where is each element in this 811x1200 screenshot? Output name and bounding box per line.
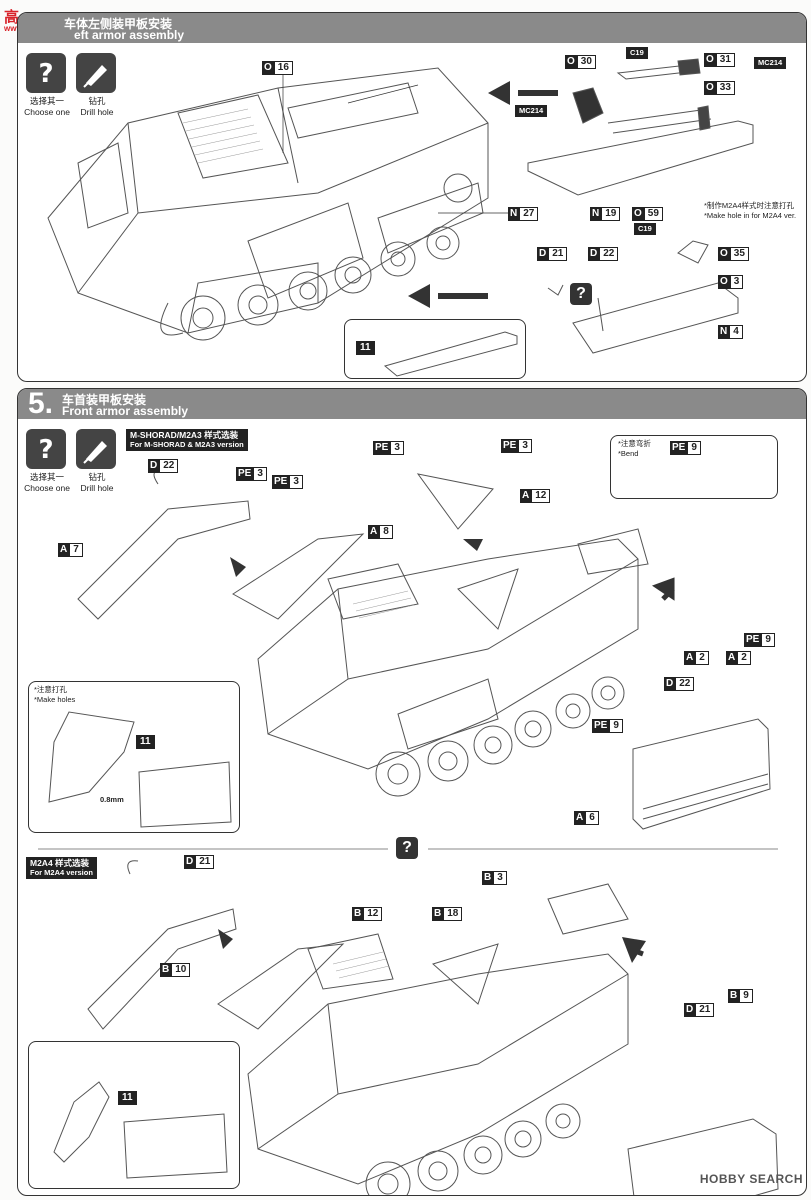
step5-title-en: Front armor assembly <box>62 404 189 418</box>
make-holes-note-a: *注意打孔*Make holes <box>34 685 76 704</box>
m2a4-hole-note: *制作M2A4样式时注意打孔*Make hole in for M2A4 ver… <box>704 201 797 220</box>
drill-icon-5 <box>76 429 116 469</box>
inset-ref-11-a: 11 <box>136 735 155 749</box>
drill-size: 0.8mm <box>100 795 124 804</box>
inset-ref-11: 11 <box>356 341 375 355</box>
step4-header: 车体左侧装甲板安装 eft armor assembly <box>18 13 806 43</box>
step5-header: 5. 车首装甲板安装 Front armor assembly <box>18 387 806 420</box>
ref-mc214-right: MC214 <box>754 57 787 69</box>
step4-title-cn: 车体左侧装甲板安装 <box>64 17 173 31</box>
step5-drawings <box>38 466 779 1195</box>
ref-mc214-left: MC214 <box>515 105 548 117</box>
question-icon: ? <box>26 53 66 93</box>
drill-icon <box>76 53 116 93</box>
svg-text:?: ? <box>38 59 53 89</box>
step5-number: 5. <box>28 387 54 420</box>
choose-one-icon-5: ? <box>396 837 418 859</box>
inset-ref-11-b: 11 <box>118 1091 137 1105</box>
footer-brand: HOBBY SEARCH <box>699 1172 803 1186</box>
make-holes-inset-a <box>28 681 240 833</box>
step4-vehicle-drawing <box>47 58 754 354</box>
make-holes-inset-b <box>28 1041 240 1189</box>
svg-text:?: ? <box>38 435 53 465</box>
step5-title-cn: 车首装甲板安装 <box>62 393 147 407</box>
ref-c19-bottom: C19 <box>634 223 656 235</box>
choose-one-icon: ? <box>570 283 592 305</box>
ref-c19-top: C19 <box>626 47 648 59</box>
step4-title-en: eft armor assembly <box>74 28 185 42</box>
question-icon-5: ? <box>26 429 66 469</box>
bend-note: *注意弯折*Bend <box>618 439 651 458</box>
